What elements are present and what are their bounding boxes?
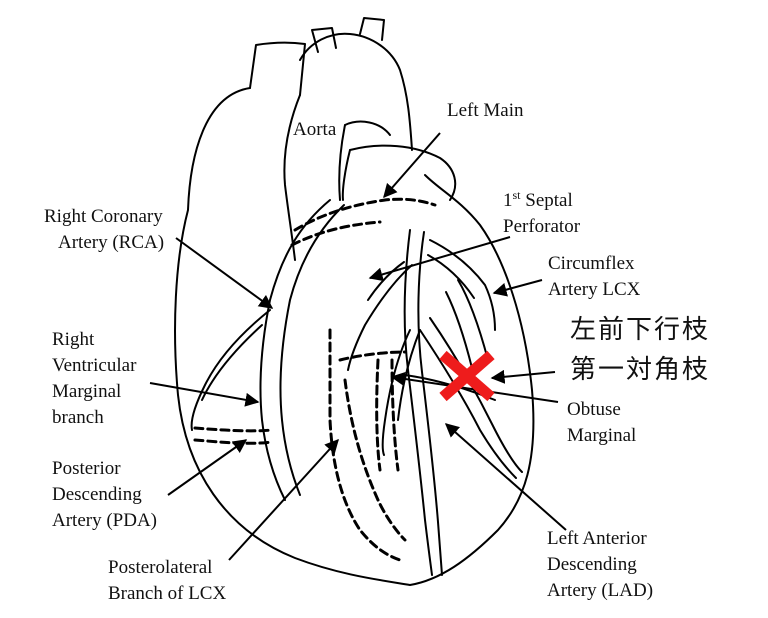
label-septal-perforator-line2: Perforator	[503, 216, 581, 237]
label-posterolateral-line2: Branch of LCX	[108, 583, 227, 604]
label-aorta: Aorta	[293, 119, 337, 140]
label-rca-line1: Right Coronary	[44, 206, 163, 227]
aorta-body	[283, 94, 301, 261]
label-rv-line3: Marginal	[52, 381, 122, 402]
pulmonary-trunk	[349, 144, 457, 201]
aorta-arch	[299, 32, 413, 151]
label-obtuse-line2: Marginal	[567, 425, 637, 446]
circumflex-vessel	[429, 239, 496, 331]
label-lad-line3: Artery (LAD)	[547, 580, 654, 601]
label-rv-line1: Right	[52, 329, 95, 350]
label-lad-line2: Descending	[547, 554, 637, 575]
label-rv-line4: branch	[52, 407, 104, 428]
annotation-line2: 第一対角枝	[570, 355, 711, 385]
label-rv-line2: Ventricular	[52, 355, 137, 376]
annotation-line1: 左前下行枝	[570, 315, 711, 345]
label-pda-line3: Artery (PDA)	[52, 510, 158, 531]
label-septal-perforator: 1st Septal	[503, 188, 573, 211]
label-left-main: Left Main	[447, 100, 524, 121]
label-pda-line1: Posterior	[52, 458, 121, 479]
label-lad-line1: Left Anterior	[547, 528, 647, 549]
septal-perforator	[347, 264, 413, 371]
obtuse-marginal-vessel	[457, 279, 489, 361]
diagonal-branch	[419, 329, 517, 479]
occlusion-marker	[439, 350, 495, 402]
rca-vessel	[259, 199, 331, 501]
heart-outline	[174, 87, 535, 586]
label-posterolateral-line1: Posterolateral	[108, 557, 213, 578]
posterior-vessels-dashed	[293, 197, 437, 232]
label-circumflex-line1: Circumflex	[548, 253, 635, 274]
label-obtuse-line1: Obtuse	[567, 399, 621, 420]
label-pda-line2: Descending	[52, 484, 142, 505]
lad-vessel	[403, 229, 433, 576]
label-circumflex-line2: Artery LCX	[548, 279, 641, 300]
label-rca-line2: Artery (RCA)	[58, 232, 165, 253]
superior-vena-cava	[249, 41, 306, 96]
